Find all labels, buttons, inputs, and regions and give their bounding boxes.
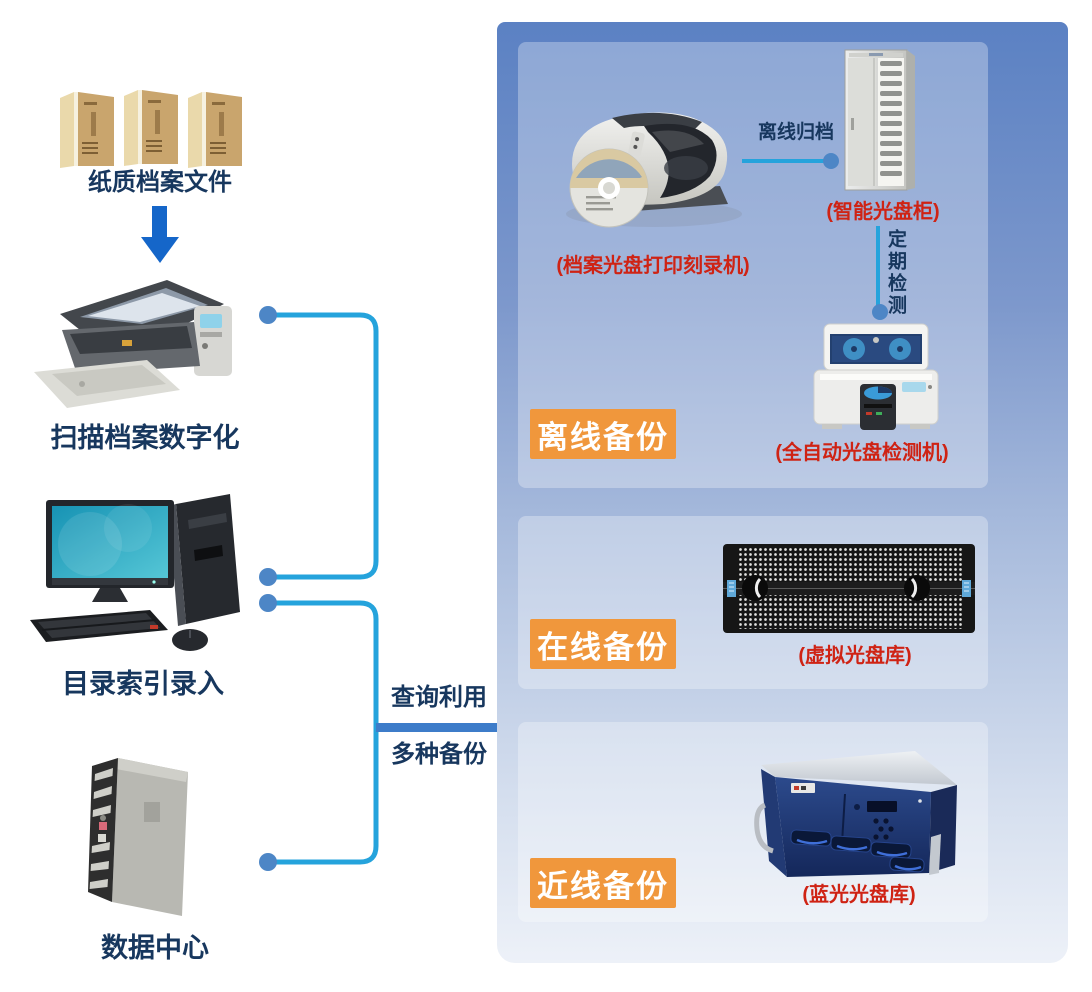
- offline-archive-label: 离线归档: [757, 122, 834, 143]
- scanner-icon: [34, 280, 232, 408]
- auto-disc-inspector-icon: [813, 323, 939, 430]
- caption-disc-printer: (档案光盘打印刻录机): [556, 255, 750, 277]
- periodic-check-line: [876, 226, 880, 306]
- query-usage-label: 查询利用: [391, 684, 487, 711]
- periodic-check-label: 定期检测: [885, 229, 906, 317]
- step-label-paper-archives: 纸质档案文件: [88, 169, 232, 196]
- caption-smart-cabinet: (智能光盘柜): [826, 201, 940, 223]
- caption-virtual-library: (虚拟光盘库): [798, 645, 912, 667]
- online-backup-badge: 在线备份: [530, 619, 676, 669]
- periodic-check-dot: [872, 304, 888, 320]
- step-label-scan-digitize: 扫描档案数字化: [50, 423, 240, 453]
- blu-ray-disc-library-icon: [754, 751, 957, 877]
- offline-archive-dot: [823, 153, 839, 169]
- multi-backup-label: 多种备份: [391, 741, 487, 768]
- caption-auto-inspector: (全自动光盘检测机): [775, 442, 949, 464]
- desktop-computer-icon: [30, 494, 240, 651]
- link-divider-bar: [376, 723, 497, 732]
- smart-disc-cabinet-icon: [844, 49, 915, 191]
- step-label-data-center: 数据中心: [101, 933, 209, 963]
- disc-printer-burner-icon: [566, 112, 742, 228]
- caption-bluray-library: (蓝光光盘库): [802, 884, 916, 906]
- virtual-disc-library-icon: [723, 544, 975, 633]
- nearline-backup-badge: 近线备份: [530, 858, 676, 908]
- offline-backup-badge: 离线备份: [530, 409, 676, 459]
- step-label-index-entry: 目录索引录入: [62, 669, 224, 699]
- archive-boxes-icon: [60, 90, 242, 168]
- offline-archive-line: [742, 159, 827, 163]
- server-icon: [88, 758, 188, 916]
